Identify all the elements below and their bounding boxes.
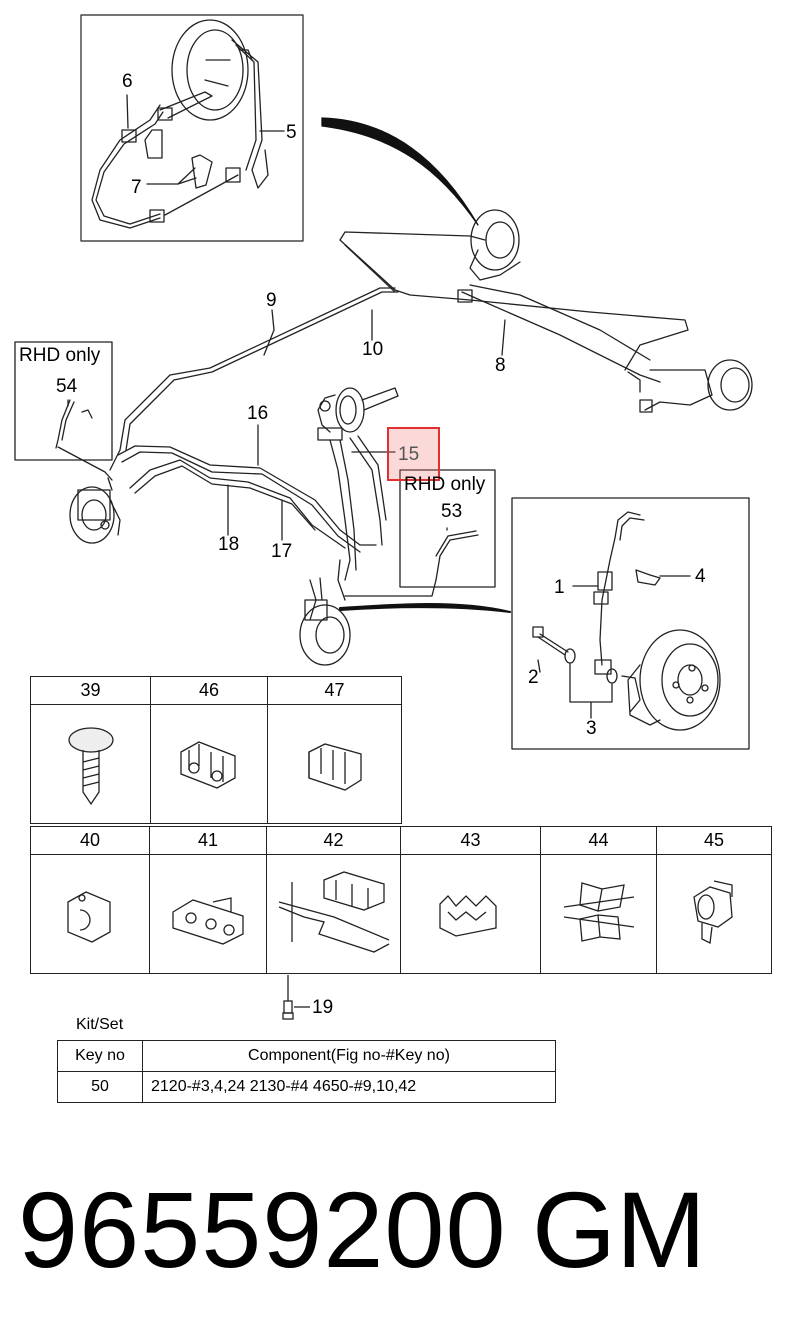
callout-4: 4	[695, 566, 706, 587]
callout-1: 1	[554, 577, 565, 598]
parts-grid-row-2: 40 41 42 43 44 45	[30, 826, 772, 974]
rhd-box-left	[14, 341, 113, 481]
callout-8: 8	[495, 355, 506, 376]
front-right-brake	[299, 559, 351, 666]
callout-7: 7	[131, 177, 142, 198]
master-cylinder	[317, 387, 399, 581]
kit-row-component: 2120-#3,4,24 2130-#4 4650-#9,10,42	[142, 1071, 556, 1103]
rhd-label-left: RHD only	[19, 345, 101, 366]
part-key-47: 47	[267, 676, 402, 705]
part-key-45: 45	[656, 826, 772, 855]
kit-set-table: Key no Component(Fig no-#Key no) 50 2120…	[57, 1040, 556, 1103]
bolt-icon	[282, 975, 310, 1020]
callout-5: 5	[286, 122, 297, 143]
part-number: 96559200	[18, 1169, 507, 1290]
rhd-box-right	[344, 469, 496, 597]
callout-53: 53	[441, 501, 463, 522]
part-key-46: 46	[150, 676, 268, 705]
wave-clip-icon	[400, 854, 541, 974]
pointer-arrow-top	[321, 117, 479, 226]
detail-box-rear-drum	[80, 14, 304, 242]
callout-6: 6	[122, 71, 133, 92]
rhd-label-right: RHD only	[404, 474, 486, 495]
single-clip-icon	[30, 854, 150, 974]
callout-10: 10	[362, 339, 384, 360]
kit-set-title: Kit/Set	[76, 1016, 124, 1033]
part-key-40: 40	[30, 826, 150, 855]
callout-16: 16	[247, 403, 269, 424]
callout-2: 2	[528, 667, 539, 688]
parts-grid-row-1: 39 46 47	[30, 676, 402, 824]
double-pipe-clip-icon	[150, 704, 268, 824]
part-key-39: 39	[30, 676, 151, 705]
pointer-arrow-right	[339, 603, 511, 613]
callout-17: 17	[271, 541, 293, 562]
callout-19: 19	[312, 997, 334, 1018]
front-left-brake	[69, 477, 121, 544]
part-key-43: 43	[400, 826, 541, 855]
rear-axle	[457, 209, 753, 413]
bracket-clip-icon	[266, 854, 401, 974]
triple-pipe-clip-icon	[267, 704, 402, 824]
callout-15[interactable]: 15	[398, 444, 420, 465]
callout-54: 54	[56, 376, 78, 397]
brand-name: GM	[532, 1169, 706, 1290]
kit-header-key: Key no	[57, 1040, 143, 1072]
hose-clip-icon	[656, 854, 772, 974]
callout-3: 3	[586, 718, 597, 739]
push-rivet-icon	[30, 704, 151, 824]
highlight-box-15	[387, 427, 440, 481]
kit-header-component: Component(Fig no-#Key no)	[142, 1040, 556, 1072]
part-key-44: 44	[540, 826, 657, 855]
part-key-41: 41	[149, 826, 267, 855]
fan-clip-icon	[540, 854, 657, 974]
callout-18: 18	[218, 534, 240, 555]
kit-row-key: 50	[57, 1071, 143, 1103]
part-key-42: 42	[266, 826, 401, 855]
multi-clip-icon	[149, 854, 267, 974]
callout-9: 9	[266, 290, 277, 311]
detail-box-front-disc	[511, 497, 750, 750]
